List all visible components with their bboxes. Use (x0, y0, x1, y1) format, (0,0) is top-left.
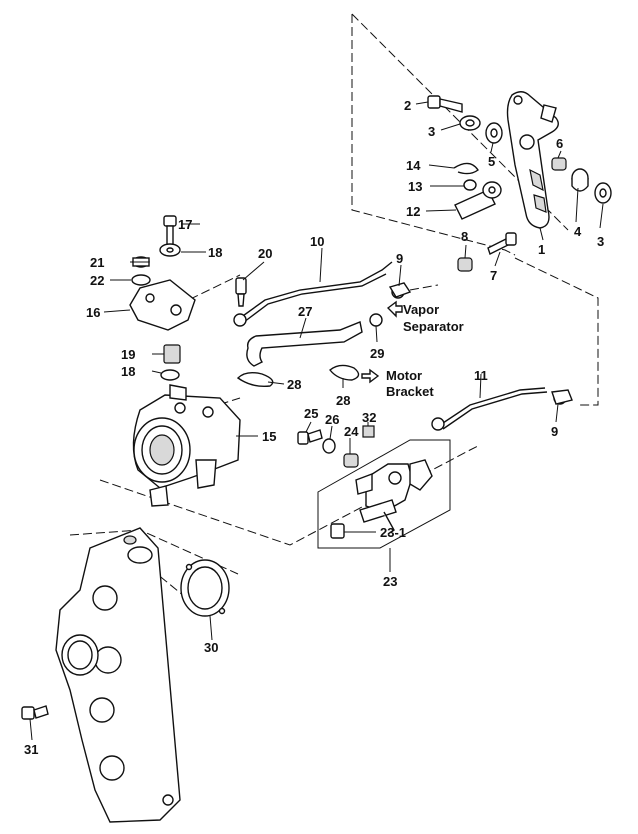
nut-13 (463, 179, 477, 191)
washer-18b (160, 369, 180, 381)
note-motor-line1: Motor (386, 368, 422, 383)
cap-32 (362, 425, 375, 438)
throttle-rod-11 (431, 387, 548, 431)
callout-9a: 9 (396, 251, 403, 266)
motor-arrow (361, 368, 380, 384)
bushing-6 (551, 157, 567, 171)
callout-26: 26 (325, 412, 339, 427)
washer-22 (131, 274, 151, 286)
callout-23: 23 (383, 574, 397, 589)
bolt-7 (487, 232, 517, 255)
throttle-rod-10 (233, 261, 393, 327)
callout-12: 12 (406, 204, 420, 219)
throttle-lever (506, 91, 559, 229)
clip-14 (453, 162, 479, 175)
callout-8: 8 (461, 229, 468, 244)
washer-26 (322, 438, 336, 454)
washer-3b-hole (599, 188, 607, 198)
note-vapor-line1: Vapor (403, 302, 439, 317)
bolt-31 (21, 705, 49, 720)
washer-3a-hole (465, 119, 475, 127)
callout-27: 27 (298, 304, 312, 319)
callout-30: 30 (204, 640, 218, 655)
callout-9b: 9 (551, 424, 558, 439)
clip-29 (369, 313, 383, 327)
intake-manifold (55, 527, 181, 823)
rod-joint-12 (454, 181, 502, 220)
callout-29: 29 (370, 346, 384, 361)
note-vapor-line2: Separator (403, 319, 464, 334)
rod-joint-9a (388, 282, 412, 299)
callout-28a: 28 (287, 377, 301, 392)
callout-10: 10 (310, 234, 324, 249)
gasket-30 (180, 559, 230, 617)
callout-28b: 28 (336, 393, 350, 408)
vapor-arrow (386, 300, 403, 318)
hose-clamp-28a (236, 371, 274, 388)
callout-24: 24 (344, 424, 359, 439)
washer-5-hole (490, 128, 498, 138)
callout-18b: 18 (121, 364, 135, 379)
rod-joint-9b (551, 389, 573, 405)
callout-labels: 2 3 5 6 14 13 12 4 3 8 1 7 17 18 20 10 9… (24, 98, 604, 757)
callout-23-1: 23-1 (380, 525, 406, 540)
callout-20: 20 (258, 246, 272, 261)
callout-25: 25 (304, 406, 318, 421)
callout-31: 31 (24, 742, 38, 757)
bolt-25 (297, 429, 323, 445)
assembly-line-rod11 (514, 257, 599, 406)
bracket-16 (129, 279, 196, 331)
assembly-line-lever (351, 14, 516, 256)
part-23-1 (330, 523, 345, 539)
callout-5: 5 (488, 154, 495, 169)
bolt-2 (427, 95, 463, 113)
callout-2: 2 (404, 98, 411, 113)
callout-16: 16 (86, 305, 100, 320)
sensor-20 (235, 277, 247, 307)
callout-14: 14 (406, 158, 421, 173)
bolt-17 (163, 215, 177, 247)
collar-24 (343, 453, 359, 468)
linkage-assembly-23 (355, 459, 433, 535)
assembly-line-bracket (177, 274, 241, 306)
callout-13: 13 (408, 179, 422, 194)
washer-18a-hole (166, 247, 174, 253)
callout-22: 22 (90, 273, 104, 288)
assembly-line-rod10 (409, 284, 439, 291)
throttle-body-15 (132, 384, 241, 507)
note-motor-line2: Bracket (386, 384, 434, 399)
callout-4: 4 (574, 224, 582, 239)
hose-clamp-28b (329, 364, 360, 381)
callout-21: 21 (90, 255, 104, 270)
callout-3b: 3 (597, 234, 604, 249)
hose-27 (246, 321, 363, 367)
callout-6: 6 (556, 136, 563, 151)
spacer-8 (457, 257, 473, 272)
callout-17: 17 (178, 217, 192, 232)
callout-7: 7 (490, 268, 497, 283)
collar-19 (163, 344, 181, 364)
callout-3a: 3 (428, 124, 435, 139)
callout-11: 11 (474, 368, 488, 383)
callout-32: 32 (362, 410, 376, 425)
callout-1: 1 (538, 242, 545, 257)
callout-18a: 18 (208, 245, 222, 260)
callout-15: 15 (262, 429, 276, 444)
leader-lines (29, 101, 604, 741)
collar-4 (571, 168, 589, 192)
linkage-assembly-outline (317, 439, 451, 549)
callout-19: 19 (121, 347, 135, 362)
